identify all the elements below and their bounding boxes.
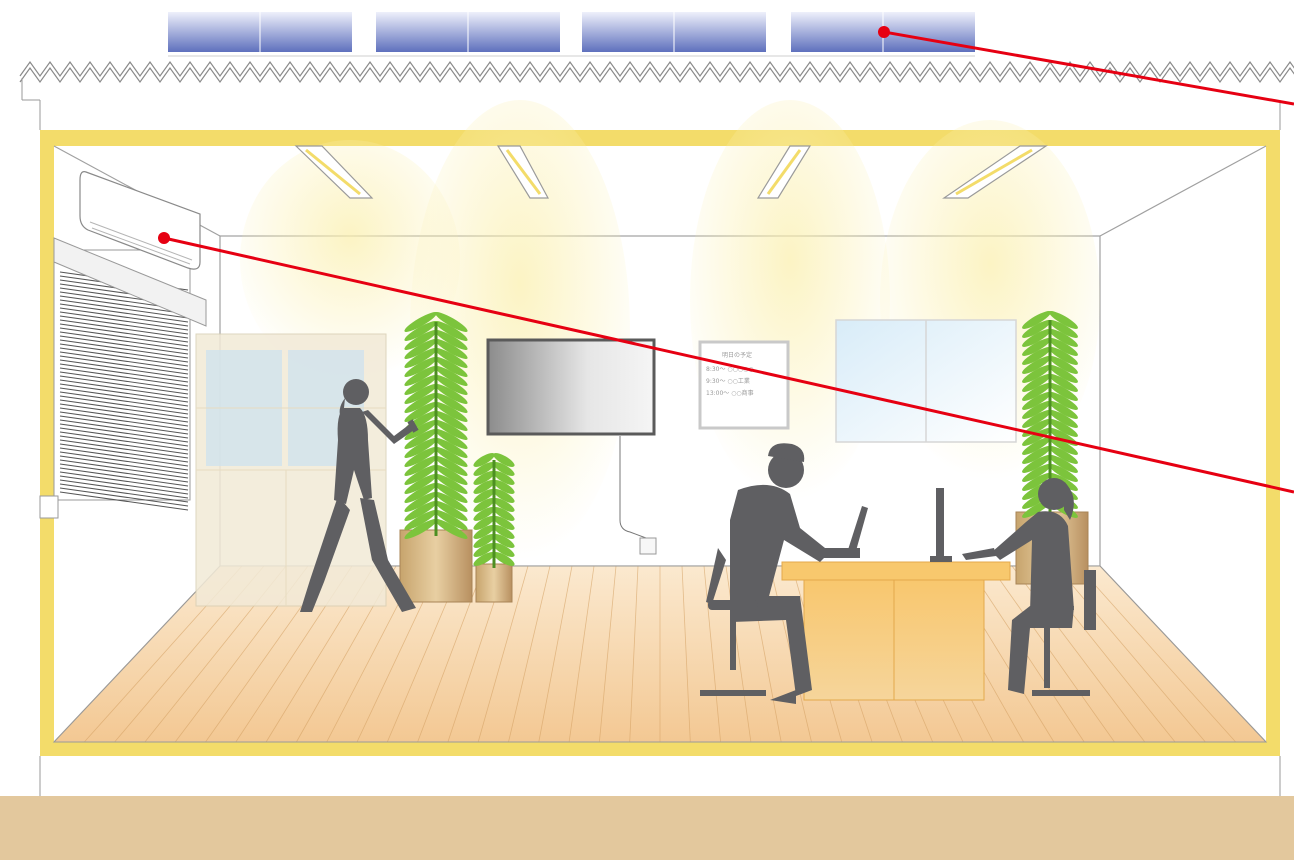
ground <box>0 796 1294 860</box>
potted-plant-small <box>472 450 517 602</box>
whiteboard-heading: 明日の予定 <box>722 351 752 359</box>
desk <box>782 562 1010 700</box>
callout-dot <box>878 26 890 38</box>
potted-plant-large <box>400 309 472 602</box>
whiteboard: 明日の予定 8:30〜 ○○○○○ 9:30〜 ○○工業 13:00〜 ○○商事 <box>700 342 788 428</box>
whiteboard-line: 13:00〜 ○○商事 <box>706 389 754 397</box>
callout-dot <box>158 232 170 244</box>
window-blind-icon <box>40 236 206 518</box>
whiteboard-line: 9:30〜 ○○工業 <box>706 377 750 385</box>
power-outlet <box>640 538 656 554</box>
corrugated-roof <box>20 62 1294 130</box>
solar-panel-array <box>168 12 975 56</box>
